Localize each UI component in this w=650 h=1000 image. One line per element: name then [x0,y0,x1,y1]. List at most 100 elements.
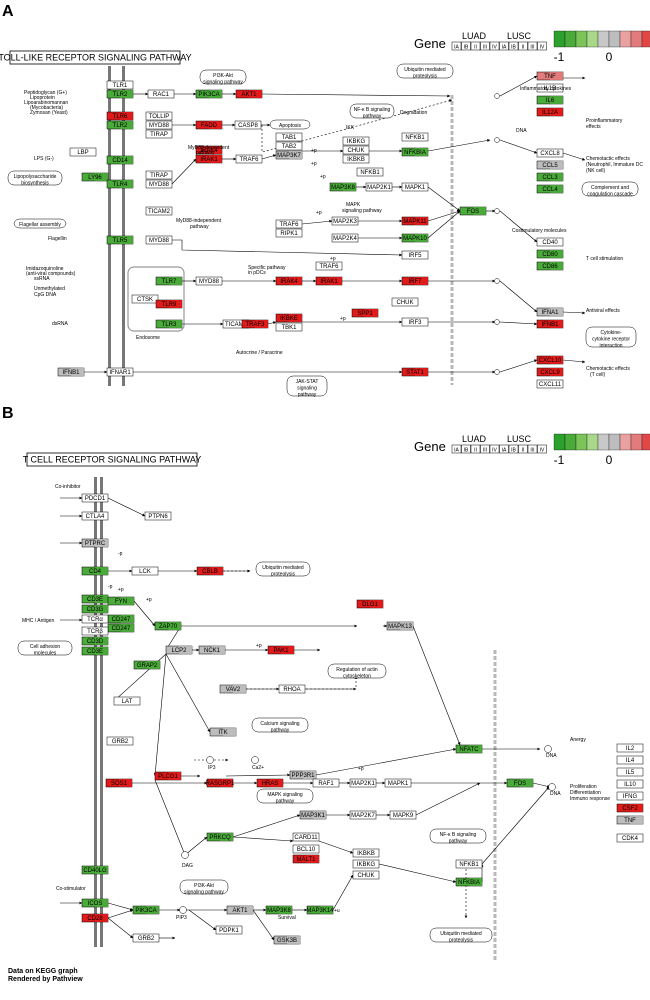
gene-node-myd88[interactable]: MYD88 [145,179,173,189]
gene-node-ly96[interactable]: LY96 [81,172,109,182]
gene-node-nfatc[interactable]: NFATC [455,744,483,754]
gene-node-rac1[interactable]: RAC1 [147,89,175,99]
gene-node-nfkbia[interactable]: NFKBIA [401,147,429,157]
gene-node-nfkb1[interactable]: NFKB1 [356,167,384,177]
gene-node-grb2[interactable]: GRB2 [132,933,160,943]
gene-node-vav2[interactable]: VAV2 [219,684,247,694]
gene-node-mapk13[interactable]: MAPK13 [386,621,414,631]
gene-node-map2k4[interactable]: MAP2K4 [331,233,359,243]
gene-node-ifnar1[interactable]: IFNAR1 [106,367,134,377]
gene-node-ccl3[interactable]: CCL3 [536,172,564,182]
gene-node-lat[interactable]: LAT [113,696,141,706]
gene-node-tnf[interactable]: TNF [536,71,564,81]
gene-node-cd247[interactable]: CD247 [107,623,135,633]
gene-node-irf3[interactable]: IRF3 [401,317,429,327]
gene-node-ikbkb[interactable]: IKBKB [342,154,370,164]
gene-node-irf7[interactable]: IRF7 [401,276,429,286]
gene-node-cd247[interactable]: CD247 [107,614,135,624]
gene-node-tlr2[interactable]: TLR2 [106,120,134,130]
gene-node-ikbkg[interactable]: IKBKG [352,859,380,869]
gene-node-irak4[interactable]: IRAK4 [275,276,303,286]
gene-node-cd3g[interactable]: CD3G [81,604,109,614]
gene-node-grap2[interactable]: GRAP2 [133,660,161,670]
gene-node-cd3d[interactable]: CD3D [81,636,109,646]
gene-node-irak4[interactable]: IRAK4 [195,145,223,155]
gene-node-cblb[interactable]: CBLB [196,566,224,576]
gene-node-ripk1[interactable]: RIPK1 [275,228,303,238]
gene-node-bcl10[interactable]: BCL10 [292,844,320,854]
gene-node-chuk[interactable]: CHUK [352,870,380,880]
gene-node-stat1[interactable]: STAT1 [401,367,429,377]
gene-node-ikbkg[interactable]: IKBKG [342,136,370,146]
gene-node-spp1[interactable]: SPP1 [351,308,379,318]
gene-node-tbk1[interactable]: TBK1 [275,322,303,332]
gene-node-pdcd1[interactable]: PDCD1 [81,493,109,503]
gene-node-fyn[interactable]: FYN [107,596,135,606]
gene-node-grb2[interactable]: GRB2 [106,736,134,746]
gene-node-akt1[interactable]: AKT1 [235,89,263,99]
gene-node-cdk4[interactable]: CDK4 [616,833,644,843]
gene-node-cd4[interactable]: CD4 [81,566,109,576]
gene-node-ccl4[interactable]: CCL4 [536,184,564,194]
gene-node-map3k7[interactable]: MAP3K7 [275,150,303,160]
gene-node-tlr3[interactable]: TLR3 [155,319,183,329]
gene-node-il5[interactable]: IL5 [616,767,644,777]
gene-node-il10[interactable]: IL10 [616,779,644,789]
gene-node-pik3ca[interactable]: PIK3CA [132,905,160,915]
gene-node-dlg1[interactable]: DLG1 [356,599,384,609]
gene-node-nfkb1[interactable]: NFKB1 [455,859,483,869]
gene-node-ppp3r1[interactable]: PPP3R1 [289,770,317,780]
gene-node-akt1[interactable]: AKT1 [226,905,254,915]
gene-node-lcp2[interactable]: LCP2 [165,645,193,655]
gene-node-mapk1[interactable]: MAPK1 [384,778,412,788]
gene-node-csf2[interactable]: CSF2 [616,803,644,813]
gene-node-zap70[interactable]: ZAP70 [154,621,182,631]
gene-node-ptpn6[interactable]: PTPN6 [144,511,172,521]
gene-node-lbp[interactable]: LBP [69,147,97,157]
gene-node-irf5[interactable]: IRF5 [401,250,429,260]
gene-node-tlr9[interactable]: TLR9 [155,299,183,309]
gene-node-nfkb1[interactable]: NFKB1 [401,132,429,142]
gene-node-tlr6[interactable]: TLR6 [106,111,134,121]
gene-node-tcr[interactable]: TCRβ [81,626,109,636]
gene-node-cd3e[interactable]: CD3E [81,646,109,656]
gene-node-il6[interactable]: IL6 [536,95,564,105]
gene-node-cxcl10[interactable]: CXCL10 [536,355,564,365]
gene-node-cd28[interactable]: CD28 [81,913,109,923]
gene-node-tollip[interactable]: TOLLIP [145,111,173,121]
gene-node-cd40[interactable]: CD40 [536,237,564,247]
gene-node-rasgrp1[interactable]: RASGRP1 [206,778,235,788]
gene-node-ifnb1[interactable]: IFNB1 [536,319,564,329]
gene-node-card11[interactable]: CARD11 [292,832,320,842]
gene-node-ikbke[interactable]: IKBKE [275,313,303,323]
gene-node-tlr4[interactable]: TLR4 [106,179,134,189]
gene-node-ctsk[interactable]: CTSK [131,294,159,304]
gene-node-casp8[interactable]: CASP8 [234,120,262,130]
gene-node-map3k8[interactable]: MAP3K8 [329,182,357,192]
gene-node-fos[interactable]: FOS [506,778,534,788]
gene-node-sos1[interactable]: SOS1 [105,778,133,788]
gene-node-myd88[interactable]: MYD88 [145,120,173,130]
gene-node-mapk1[interactable]: MAPK1 [401,182,429,192]
gene-node-nfkbia[interactable]: NFKBIA [455,877,483,887]
gene-node-irak1[interactable]: IRAK1 [195,154,223,164]
gene-node-traf6[interactable]: TRAF6 [275,219,303,229]
gene-node-prkcq[interactable]: PRKCQ [206,832,234,842]
gene-node-fos[interactable]: FOS [459,206,487,216]
gene-node-il4[interactable]: IL4 [616,755,644,765]
gene-node-traf6[interactable]: TRAF6 [235,154,263,164]
gene-node-cxcl8[interactable]: CXCL8 [536,148,564,158]
gene-node-map2k7[interactable]: MAP2K7 [349,810,377,820]
gene-node-ifnb1[interactable]: IFNB1 [57,367,85,377]
gene-node-gsk3b[interactable]: GSK3B [273,935,301,945]
